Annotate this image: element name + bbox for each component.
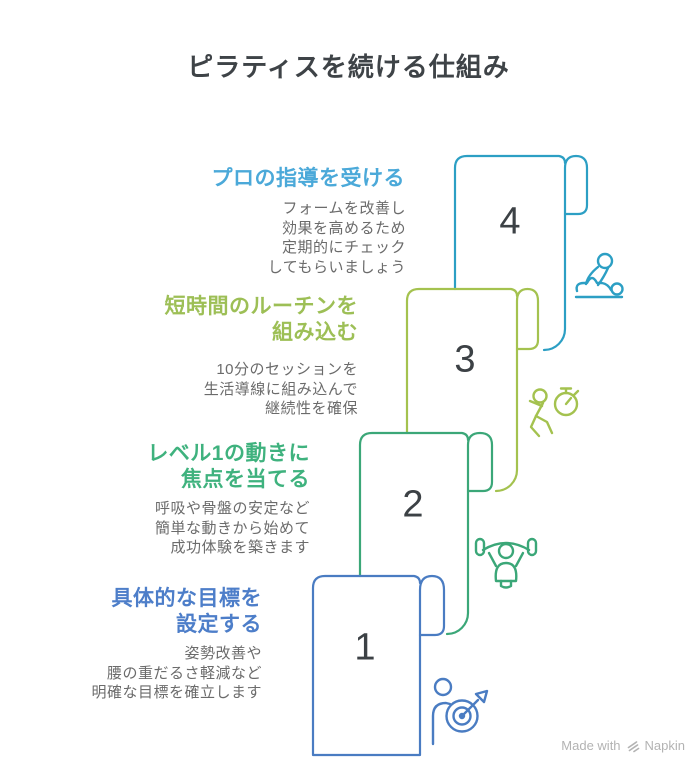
scroll-tail bbox=[542, 212, 567, 352]
scroll-flap bbox=[563, 154, 589, 216]
scroll-flap bbox=[418, 574, 446, 637]
runner-head bbox=[532, 388, 548, 404]
exercise-person-icon bbox=[474, 537, 538, 589]
stopwatch-crown bbox=[559, 387, 573, 395]
target-outer-ring bbox=[445, 699, 479, 733]
step-number-4: 4 bbox=[499, 200, 521, 243]
person-arm bbox=[514, 551, 525, 568]
runner-arm bbox=[528, 399, 544, 408]
napkin-logo-icon bbox=[627, 740, 639, 752]
scroll-shape-4 bbox=[453, 154, 589, 352]
dart-shaft bbox=[460, 698, 480, 718]
patient-body bbox=[575, 276, 613, 293]
runner-leg bbox=[529, 414, 541, 438]
made-with-label: Made with bbox=[561, 738, 621, 753]
step-2-description: 呼吸や骨盤の安定など 簡単な動きから始めて 成功体験を築きます bbox=[154, 500, 310, 556]
scroll-shape-2 bbox=[358, 431, 494, 636]
person-arm bbox=[487, 551, 498, 568]
stopwatch-button bbox=[572, 389, 580, 397]
step-4-description: フォームを改善し 効果を高めるため 定期的にチェック してもらいましょう bbox=[267, 200, 406, 276]
stopwatch-hand bbox=[564, 396, 573, 406]
massage-icon bbox=[574, 252, 624, 299]
scroll-flap bbox=[466, 431, 494, 493]
step-1-description: 姿勢改善や 腰の重だるさ軽減など 明確な目標を確立します bbox=[91, 645, 262, 701]
runner-stopwatch-icon bbox=[528, 387, 580, 438]
scroll-body bbox=[358, 431, 470, 578]
target-inner-ring bbox=[452, 706, 472, 726]
person-head bbox=[433, 677, 453, 697]
scroll-body bbox=[453, 154, 567, 291]
scroll-body bbox=[311, 574, 422, 757]
dart-head bbox=[474, 689, 489, 704]
barbell-plate bbox=[526, 537, 538, 557]
person-body bbox=[494, 561, 518, 583]
runner-leg bbox=[534, 414, 554, 435]
page-title: ピラティスを続ける仕組み bbox=[187, 52, 510, 82]
goal-target-icon bbox=[431, 677, 489, 746]
napkin-brand-label: Napkin bbox=[644, 738, 685, 753]
step-2-heading: レベル1の動きに 焦点を当てる bbox=[147, 442, 310, 491]
scroll-shape-3 bbox=[405, 287, 540, 493]
scroll-tail bbox=[445, 489, 470, 636]
person-head bbox=[497, 542, 515, 560]
barbell-plate bbox=[474, 537, 486, 557]
scroll-shape-1 bbox=[311, 574, 446, 757]
person-body bbox=[431, 701, 452, 746]
scroll-flap bbox=[515, 287, 540, 351]
step-number-3: 3 bbox=[454, 338, 476, 381]
patient-head bbox=[610, 282, 624, 296]
masseuse-head bbox=[596, 252, 614, 270]
step-number-1: 1 bbox=[354, 626, 376, 669]
made-with-napkin-badge: Made with Napkin bbox=[561, 738, 685, 753]
scroll-tail bbox=[494, 347, 519, 493]
step-1-heading: 具体的な目標を 設定する bbox=[111, 587, 262, 636]
step-3-description: 10分のセッションを 生活導線に組み込んで 継続性を確保 bbox=[203, 361, 358, 417]
scroll-body bbox=[405, 287, 519, 435]
step-number-2: 2 bbox=[402, 483, 424, 526]
person-feet bbox=[499, 579, 513, 589]
step-3-heading: 短時間のルーチンを 組み込む bbox=[164, 295, 358, 344]
step-4-heading: プロの指導を受ける bbox=[211, 167, 405, 190]
